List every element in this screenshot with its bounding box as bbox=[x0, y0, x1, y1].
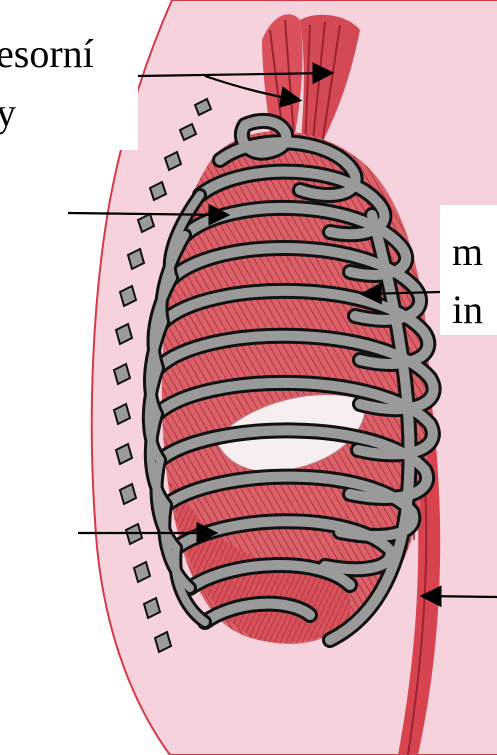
label-accessory-line2: y bbox=[0, 93, 16, 133]
label-intercostal-line1: m bbox=[452, 232, 483, 272]
label-intercostal-line2: in bbox=[452, 290, 483, 330]
arrow-abdominal bbox=[424, 596, 497, 597]
label-accessory-line1: esorní bbox=[0, 34, 94, 74]
